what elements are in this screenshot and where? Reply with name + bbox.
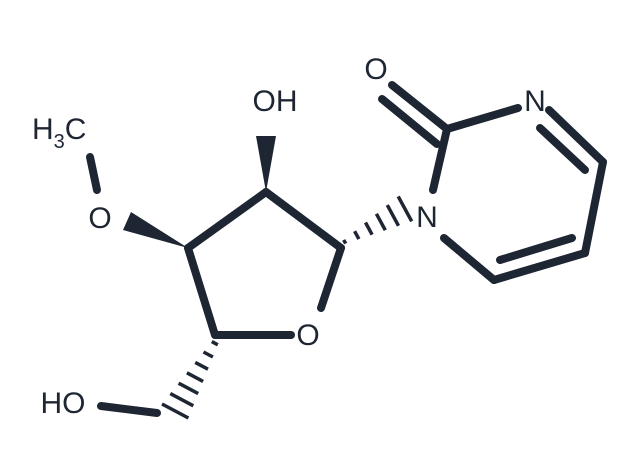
bond-c5-c6-inner — [496, 234, 576, 264]
bond-o-methyl — [86, 153, 101, 194]
atom-methyl-group: H3C — [32, 113, 86, 153]
hash-c4-c5 — [161, 340, 219, 420]
wedge-c2-oh — [256, 136, 276, 192]
atom-carbonyl-oxygen: O — [364, 53, 387, 86]
atom-hydroxyl-2: OH — [253, 85, 298, 118]
atom-methoxy-oxygen: O — [88, 202, 111, 235]
methyl-c: C — [65, 113, 87, 146]
methyl-subscript: 3 — [54, 131, 65, 153]
bond-c2-n3 — [443, 104, 522, 133]
bond-n3-c4 — [545, 106, 607, 166]
bond-n1-c2 — [429, 125, 451, 194]
wedge-c3-ome — [123, 212, 188, 248]
atom-ring-oxygen: O — [296, 319, 319, 352]
bond-c4-c5 — [581, 158, 607, 257]
hash-c1-n1 — [342, 195, 414, 245]
bond-c3-c4 — [184, 244, 219, 339]
bond-c2-o-carbonyl-a — [388, 81, 451, 133]
bond-o-c1 — [317, 244, 345, 312]
bond-n3-c4-inner — [536, 124, 589, 174]
pyrimidinone-ring — [378, 81, 607, 284]
bond-c1-c2 — [262, 188, 345, 252]
atom-n1-nitrogen: N — [416, 201, 438, 234]
furanose-ring — [86, 153, 345, 417]
bond-c6-n1 — [440, 234, 498, 284]
bond-c5-c6 — [490, 249, 589, 284]
bond-c5-oh — [97, 402, 161, 417]
bond-c2-o-carbonyl-b — [378, 95, 441, 148]
atom-n3-nitrogen: N — [524, 85, 546, 118]
atom-hydroxyl-5: HO — [41, 387, 86, 420]
bond-c2-c3 — [184, 188, 270, 252]
methyl-h: H — [32, 113, 54, 146]
